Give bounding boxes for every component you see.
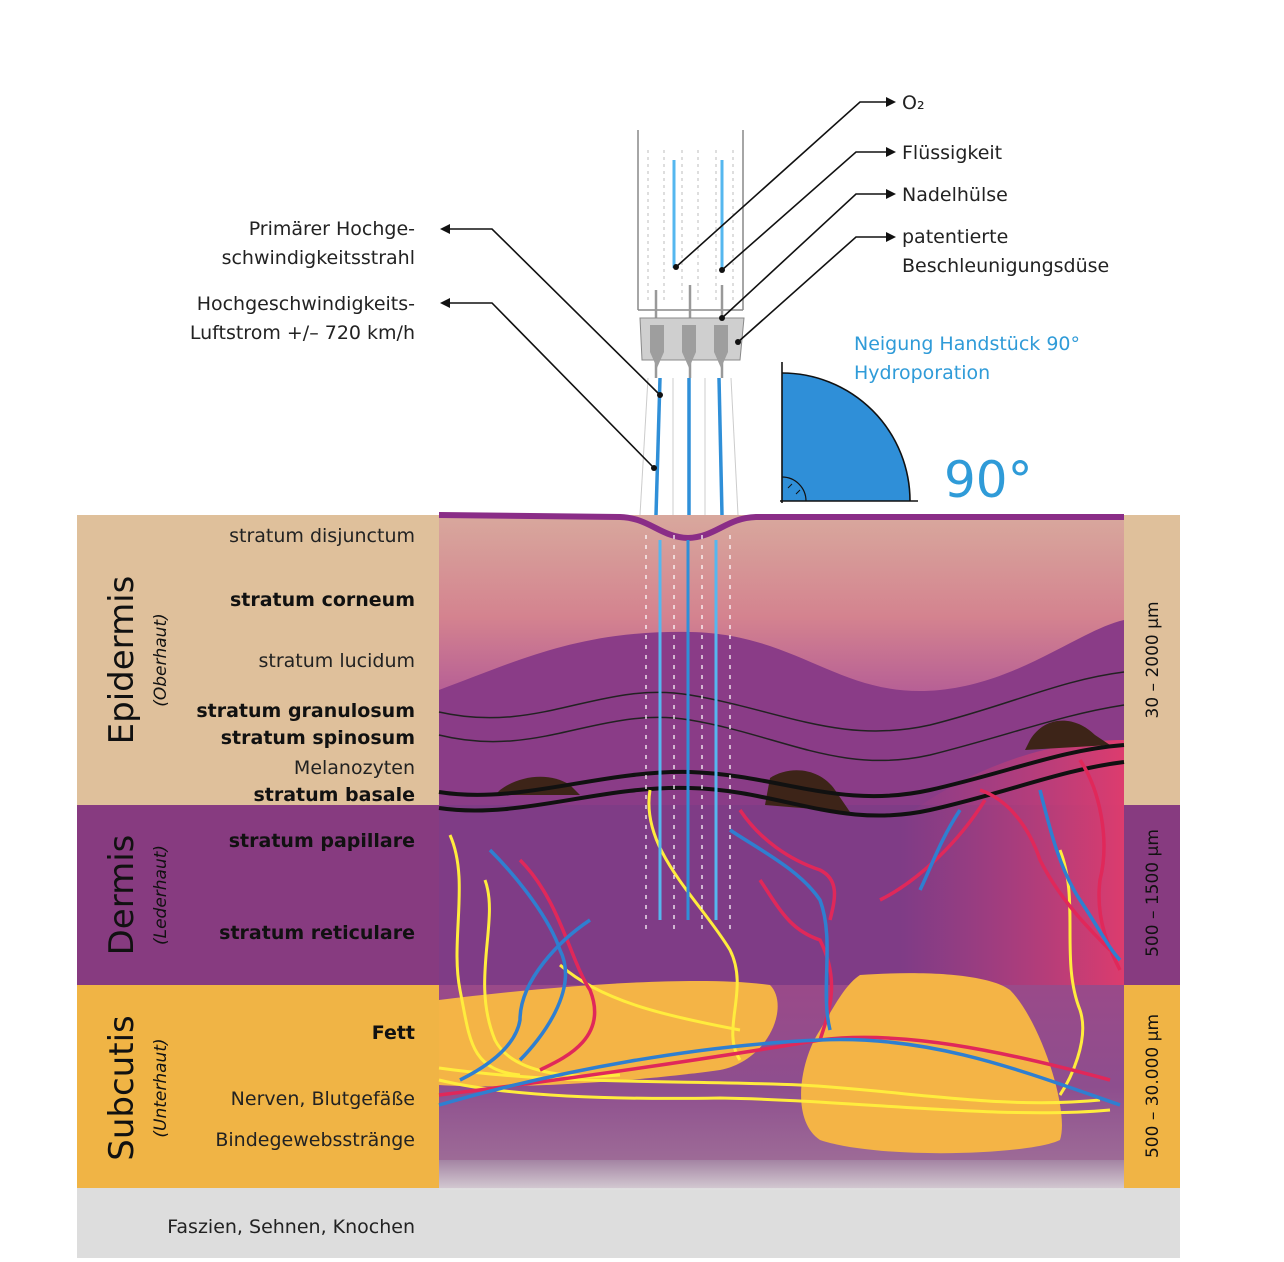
base-band: [77, 1188, 1180, 1258]
leader-arrows: [440, 97, 896, 471]
label-fluid: Flüssigkeit: [902, 142, 1002, 164]
label-o2: O₂: [902, 92, 925, 114]
melanocytes-label: Melanozyten: [294, 757, 415, 779]
angle-indicator: [780, 362, 918, 503]
angle-label-line1: Neigung Handstück 90°: [854, 333, 1080, 355]
dermis-subtitle: (Lederhaut): [151, 845, 171, 945]
base-layer-label: Faszien, Sehnen, Knochen: [167, 1216, 415, 1238]
connective-tissue-label: Bindegewebsstränge: [215, 1129, 415, 1151]
epidermis-thickness-band: [1124, 515, 1180, 805]
dermis-band: [77, 805, 439, 985]
stratum-disjunctum-label: stratum disjunctum: [229, 525, 415, 547]
leader-lines: [450, 101, 886, 469]
stratum-lucidum-label: stratum lucidum: [259, 650, 416, 672]
epidermis-band: [77, 515, 439, 805]
stratum-reticulare-label: stratum reticulare: [219, 922, 415, 944]
stratum-spinosum-label: stratum spinosum: [221, 727, 415, 749]
handpiece: [637, 130, 745, 516]
dermis-thickness-band: [1124, 805, 1180, 985]
angle-label-line2: Hydroporation: [854, 362, 990, 384]
subcutis-subtitle: (Unterhaut): [151, 1038, 171, 1137]
nerves-vessels-label: Nerven, Blutgefäße: [231, 1088, 415, 1110]
label-nozzle-line1: patentierte: [902, 226, 1008, 248]
epidermis-title: Epidermis: [102, 576, 142, 745]
label-airflow-line1: Hochgeschwindigkeits-: [197, 293, 415, 315]
stratum-corneum-label: stratum corneum: [230, 589, 415, 611]
dermis-thickness: 500 – 1500 µm: [1143, 829, 1163, 957]
label-nozzle-line2: Beschleunigungsdüse: [902, 255, 1109, 277]
subcutis-band: [77, 985, 439, 1188]
jet-penetration: [645, 535, 731, 935]
epidermis-subtitle: (Oberhaut): [151, 613, 171, 707]
subcutis-title: Subcutis: [102, 1015, 142, 1160]
stratum-basale-label: stratum basale: [253, 784, 415, 806]
stratum-granulosum-label: stratum granulosum: [196, 700, 415, 722]
stratum-papillare-label: stratum papillare: [229, 830, 415, 852]
dermis-title: Dermis: [102, 835, 142, 956]
label-airflow-line2: Luftstrom +/– 720 km/h: [190, 322, 415, 344]
label-needle-sleeve: Nadelhülse: [902, 184, 1008, 206]
epidermis-thickness: 30 – 2000 µm: [1143, 602, 1163, 719]
label-primary-jet-line1: Primärer Hochge-: [249, 218, 415, 240]
subcutis-thickness-band: [1124, 985, 1180, 1188]
skin-cross-section: [438, 512, 1125, 1190]
fat-label: Fett: [372, 1022, 415, 1044]
label-primary-jet-line2: schwindigkeitsstrahl: [222, 247, 415, 269]
angle-value: 90°: [944, 451, 1033, 509]
subcutis-thickness: 500 – 30.000 µm: [1143, 1014, 1163, 1158]
